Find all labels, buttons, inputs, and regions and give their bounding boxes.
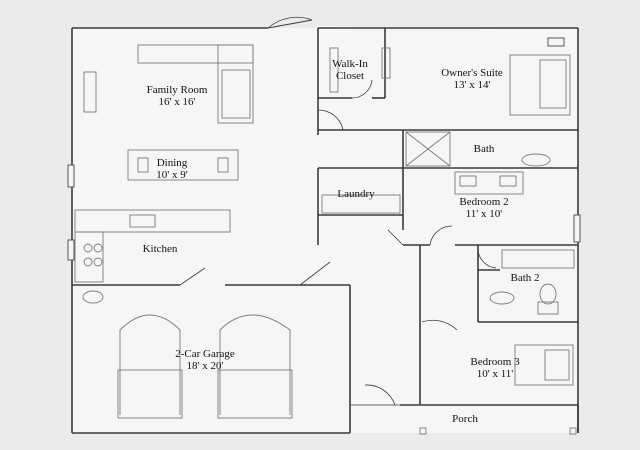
walk-in-closet-label: Walk-In Closet [332,58,368,82]
owners-suite-label: Owner's Suite 13' x 14' [441,67,503,91]
walk-in-closet-line2: Closet [335,70,365,82]
dining-name: Dining [156,157,188,169]
laundry-name: Laundry [337,188,375,200]
fixtures [74,44,577,435]
bath-name: Bath [473,143,495,155]
kitchen-name: Kitchen [142,243,178,255]
bedroom2-label: Bedroom 2 11' x 10' [459,196,508,220]
floor-area [72,26,578,433]
windows [67,37,581,261]
garage-dims: 18' x 20' [186,360,224,372]
bedroom2-dims: 11' x 10' [465,208,503,220]
garage-label: 2-Car Garage 18' x 20' [175,348,235,372]
bedroom3-name: Bedroom 3 [470,356,520,368]
garage-name: 2-Car Garage [175,348,235,360]
bedroom3-label: Bedroom 3 10' x 11' [470,356,519,380]
dining-dims: 10' x 9' [156,169,188,181]
kitchen-label: Kitchen [143,243,178,255]
owners-suite-name: Owner's Suite [441,67,503,79]
porch-name: Porch [452,413,478,425]
bath2-name: Bath 2 [510,272,540,284]
bath2-label: Bath 2 [510,272,539,284]
family-room-label: Family Room 16' x 16' [147,84,208,108]
bedroom3-dims: 10' x 11' [476,368,514,380]
family-room-name: Family Room [146,84,208,96]
walk-in-closet-line1: Walk-In [332,58,368,70]
family-room-dims: 16' x 16' [158,96,196,108]
porch-label: Porch [452,413,478,425]
walls [71,16,579,434]
bedroom2-name: Bedroom 2 [459,196,509,208]
laundry-label: Laundry [337,188,374,200]
dining-label: Dining 10' x 9' [156,157,187,181]
owners-suite-dims: 13' x 14' [453,79,491,91]
bath-label: Bath [474,143,495,155]
